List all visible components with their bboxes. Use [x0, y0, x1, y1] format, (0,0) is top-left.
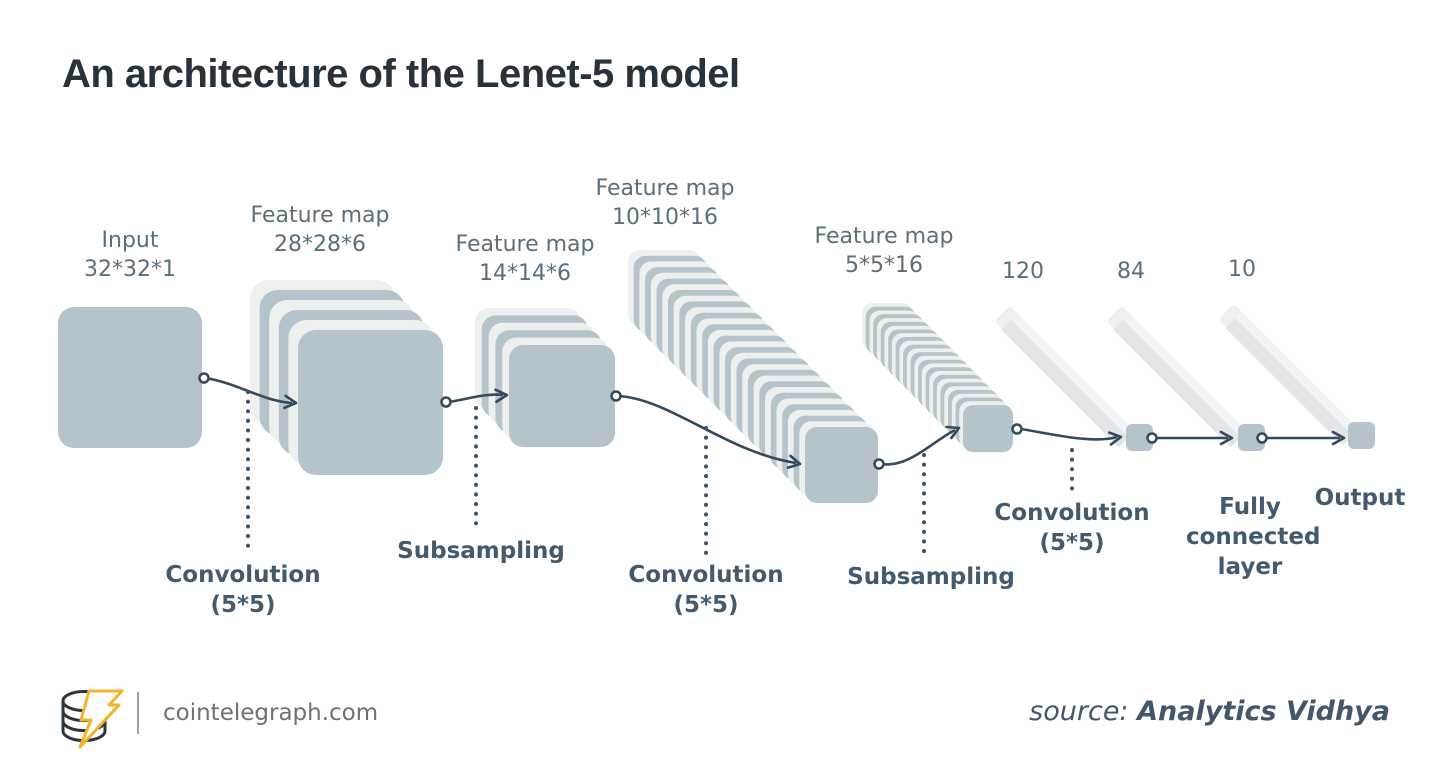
- flow-arrow: [448, 393, 504, 404]
- fc-10-bar: [1219, 305, 1360, 446]
- label-convolution-2: Convolution (5*5): [628, 562, 784, 618]
- connector-dot-icon: [440, 396, 452, 408]
- arrowhead-icon: [283, 394, 298, 410]
- fc-84-bar: [1107, 307, 1248, 448]
- feature-map-10-stack: [805, 427, 878, 503]
- connector-dot-icon: [873, 458, 885, 470]
- connector-dot-icon: [610, 390, 622, 402]
- arrowhead-icon: [1107, 431, 1123, 446]
- label-feature-map-14: Feature map 14*14*6: [455, 232, 595, 286]
- connector-dot-icon: [1146, 432, 1158, 444]
- footer-divider: [137, 692, 139, 734]
- connector-dot-icon: [1256, 432, 1268, 444]
- label-input: Input 32*32*1: [84, 228, 176, 282]
- flow-arrow: [1020, 427, 1118, 441]
- flow-arrow: [881, 428, 956, 466]
- label-fully-connected: Fully connected layer: [1186, 494, 1321, 580]
- connector-dot-icon: [1011, 423, 1023, 435]
- feature-map-14-stack: [509, 345, 615, 447]
- page-title: An architecture of the Lenet-5 model: [62, 52, 740, 96]
- input-block: [58, 307, 202, 448]
- arrowhead-icon: [1219, 430, 1234, 446]
- fc-120-bar-end: [1126, 424, 1153, 451]
- fc-84-bar-end: [1238, 424, 1265, 451]
- label-feature-map-10: Feature map 10*10*16: [595, 176, 735, 230]
- connector-dot-icon: [198, 372, 210, 384]
- cointelegraph-logo-icon: [61, 689, 124, 749]
- footer: cointelegraph.com source: Analytics Vidh…: [0, 684, 1450, 754]
- source-prefix: source:: [1029, 696, 1129, 727]
- arrowhead-icon: [945, 425, 961, 440]
- label-units-120: 120: [1002, 259, 1044, 284]
- label-output: Output: [1314, 485, 1406, 511]
- label-feature-map-5: Feature map 5*5*16: [814, 224, 954, 278]
- label-units-10: 10: [1228, 257, 1256, 282]
- label-convolution-3: Convolution (5*5): [994, 500, 1150, 556]
- label-subsampling-1: Subsampling: [397, 538, 565, 564]
- label-subsampling-2: Subsampling: [847, 564, 1015, 590]
- fc-120-bar: [995, 307, 1136, 448]
- feature-map-28-stack: [298, 330, 443, 475]
- footer-site-text: cointelegraph.com: [163, 700, 379, 726]
- feature-map-5-stack: [963, 405, 1013, 453]
- arrowhead-icon: [786, 454, 802, 469]
- label-units-84: 84: [1117, 259, 1145, 284]
- footer-source-text: source: Analytics Vidhya: [1029, 696, 1390, 727]
- label-convolution-1: Convolution (5*5): [165, 562, 321, 618]
- fc-10-bar-end: [1348, 422, 1375, 449]
- arrowhead-icon: [1331, 430, 1346, 446]
- source-name: Analytics Vidhya: [1137, 696, 1390, 727]
- arrowhead-icon: [494, 388, 509, 404]
- label-feature-map-28: Feature map 28*28*6: [250, 203, 390, 257]
- flow-arrow: [618, 394, 797, 465]
